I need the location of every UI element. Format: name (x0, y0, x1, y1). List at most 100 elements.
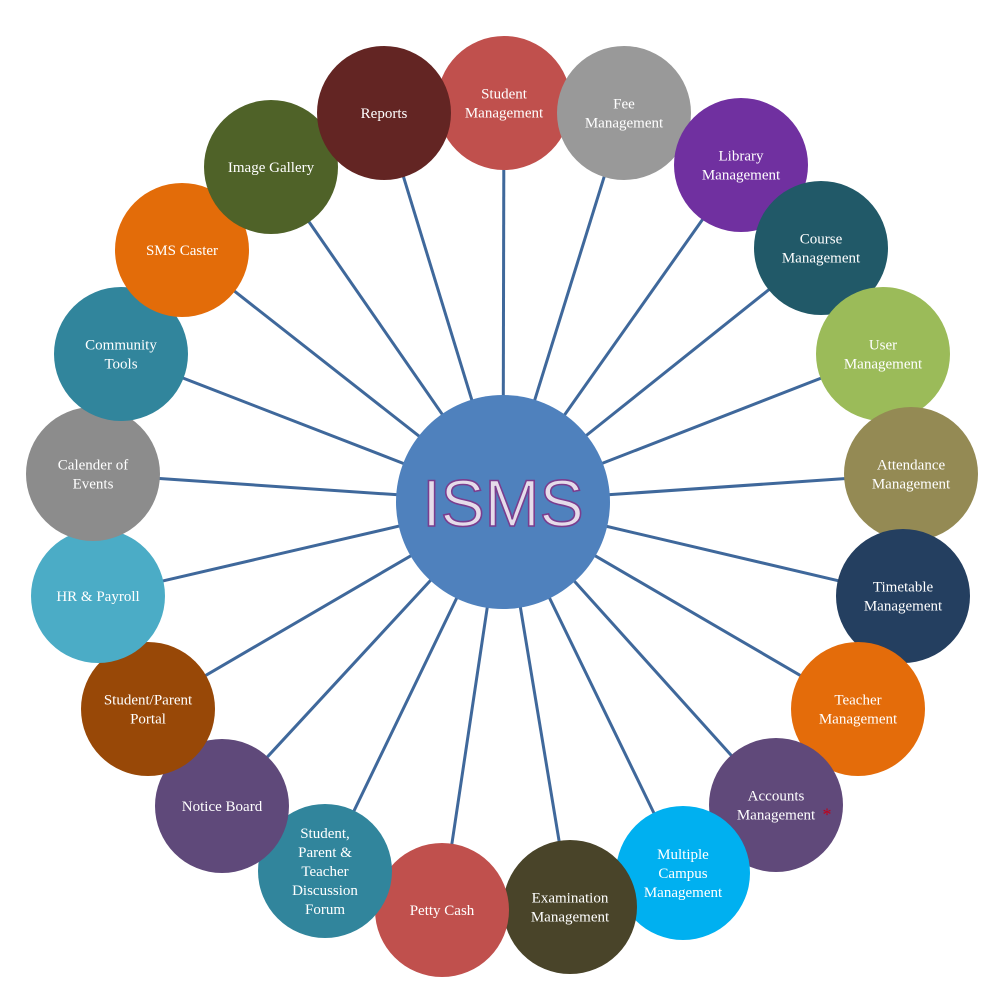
module-circle (258, 804, 392, 938)
module-circle (754, 181, 888, 315)
module-node-image-gallery: Image Gallery (204, 100, 338, 234)
module-circle (816, 287, 950, 421)
connector-line-image-gallery (306, 219, 445, 417)
module-label: Attendance (877, 458, 946, 474)
module-circle (557, 46, 691, 180)
connector-line-library-management (562, 217, 705, 418)
connector-line-multiple-campus-management (547, 595, 656, 816)
module-label: Parent & (298, 845, 352, 861)
module-label: Student, (300, 826, 350, 842)
module-label: Tools (104, 357, 137, 373)
module-circle (54, 287, 188, 421)
module-label: Timetable (873, 580, 934, 596)
center-hub: ISMS (396, 395, 610, 609)
module-label: Management (782, 251, 861, 267)
module-label: Teacher (301, 864, 348, 880)
module-circle (81, 642, 215, 776)
module-label: Course (800, 232, 843, 248)
module-label: Student (481, 87, 528, 103)
connector-line-course-management (584, 287, 772, 438)
module-label: Management (531, 910, 610, 926)
module-label: Management (465, 106, 544, 122)
connector-line-user-management (600, 376, 823, 466)
module-circle (616, 806, 750, 940)
module-label: Portal (130, 712, 166, 728)
connector-line-fee-management (532, 174, 607, 403)
module-label: Management (644, 885, 723, 901)
module-node-petty-cash: Petty Cash (375, 843, 509, 977)
connector-line-notice-board (264, 578, 433, 760)
module-circle (375, 843, 509, 977)
module-circle (317, 46, 451, 180)
connector-line-examination-management (518, 605, 561, 844)
module-node-hr-payroll: HR & Payroll (31, 529, 165, 663)
module-circle (503, 840, 637, 974)
module-label: Community (85, 338, 157, 354)
module-nodes: StudentManagementFeeManagementLibraryMan… (26, 36, 978, 977)
module-label: Calender of (58, 458, 128, 474)
module-label: Student/Parent (104, 693, 193, 709)
center-title: ISMS (422, 466, 583, 540)
module-label: Multiple (657, 847, 709, 863)
module-node-calender-of-events: Calender of Events (26, 407, 160, 541)
connector-line-community-tools (181, 376, 406, 466)
module-circle (115, 183, 249, 317)
module-label: Library (719, 149, 764, 165)
module-label: Notice Board (182, 799, 263, 815)
module-circle (844, 407, 978, 541)
module-label: Discussion (292, 883, 358, 899)
module-label: Management (844, 357, 923, 373)
module-label: Fee (613, 97, 635, 113)
module-label: Management (864, 599, 943, 615)
module-label: Management (872, 477, 951, 493)
module-label: Petty Cash (410, 903, 475, 919)
module-circle (791, 642, 925, 776)
module-label: Management (819, 712, 898, 728)
connector-line-student-parent-teacher-discussion-forum (351, 595, 459, 814)
module-label: Accounts (748, 789, 805, 805)
connector-line-timetable-management (604, 524, 841, 583)
connector-line-student-parent-portal (203, 553, 414, 678)
module-label: Reports (361, 106, 408, 122)
connector-line-petty-cash (450, 605, 489, 846)
module-label: Campus (658, 866, 707, 882)
module-label: SMS Caster (146, 243, 218, 259)
center-circle (396, 395, 610, 609)
module-label: Management (585, 116, 664, 132)
module-circle (674, 98, 808, 232)
module-circle (204, 100, 338, 234)
module-label: Image Gallery (228, 160, 315, 176)
module-circle (26, 407, 160, 541)
module-label: Events (73, 477, 114, 493)
connector-line-hr-payroll (160, 524, 402, 583)
module-circle (709, 738, 843, 872)
module-node-notice-board: Notice Board (155, 739, 289, 873)
asterisk-marker: * (823, 805, 832, 825)
module-circle (155, 739, 289, 873)
connector-line-reports (401, 174, 474, 403)
connector-line-attendance-management (607, 477, 847, 497)
module-label: Teacher (834, 693, 881, 709)
module-label: HR & Payroll (56, 589, 139, 605)
module-node-reports: Reports (317, 46, 451, 180)
connector-line-accounts-management (572, 578, 734, 758)
connector-line-calender-of-events (157, 476, 399, 497)
connector-line-teacher-management (592, 553, 803, 678)
module-label: Forum (305, 902, 345, 918)
module-circle (836, 529, 970, 663)
connector-line-student-management (501, 167, 506, 398)
connector-lines (157, 167, 847, 846)
module-label: Examination (532, 891, 609, 907)
connector-line-sms-caster (232, 288, 422, 439)
